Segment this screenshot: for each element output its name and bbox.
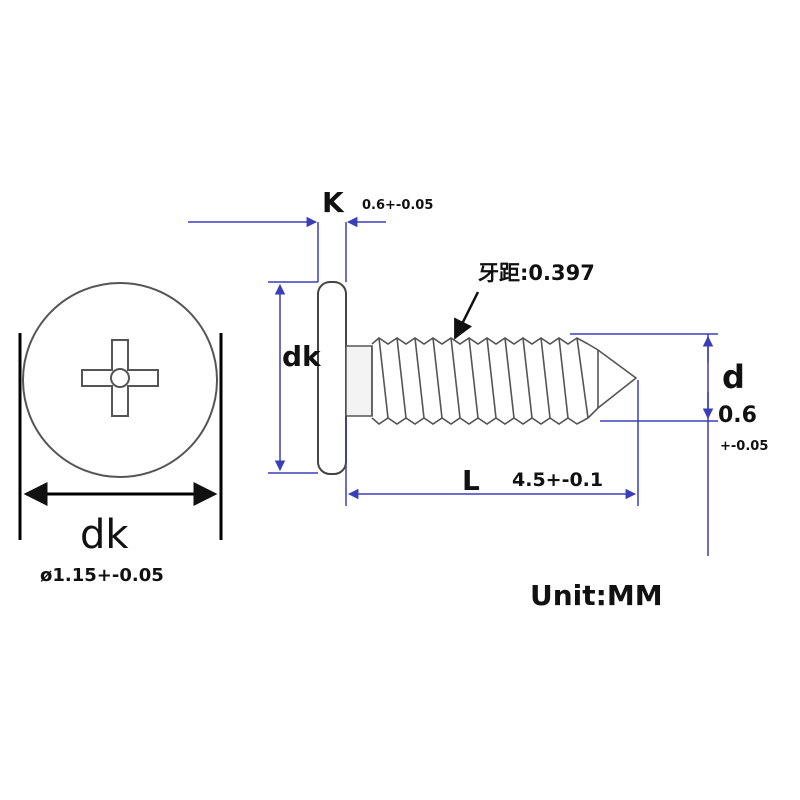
phillips-cross-icon — [81, 339, 159, 417]
dk-top-label: dk — [80, 512, 129, 558]
dk-side-label: dk — [282, 340, 322, 373]
pitch-label: 牙距:0.397 — [478, 261, 595, 285]
k-label: K — [322, 186, 345, 219]
pitch-arrow — [453, 291, 480, 340]
unit-label: Unit:MM — [530, 579, 663, 612]
screw-side-view: K 0.6+-0.05 dk 牙距:0.397 d 0.6 +-0.05 L 4… — [188, 186, 768, 556]
d-value-label: 0.6 — [718, 403, 757, 428]
dk-value-label: ø1.15+-0.05 — [40, 565, 164, 586]
screw-thread — [371, 336, 638, 426]
l-label: L — [462, 464, 480, 497]
screw-head — [317, 281, 347, 475]
k-value-label: 0.6+-0.05 — [362, 198, 433, 213]
d-tol-label: +-0.05 — [720, 439, 768, 454]
d-label: d — [722, 358, 745, 396]
head-top-view: dk ø1.15+-0.05 — [18, 282, 223, 586]
screw-shank — [345, 345, 373, 417]
head-circle — [22, 282, 218, 478]
l-value-label: 4.5+-0.1 — [512, 469, 603, 491]
